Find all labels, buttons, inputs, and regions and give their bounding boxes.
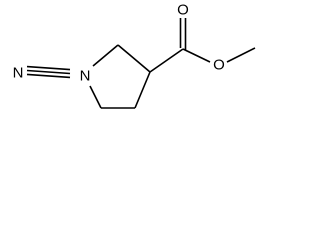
atom-label-nitrile-nitrogen: N: [13, 65, 24, 82]
bond-carbonyl-c-ester-o: [182, 48, 211, 63]
atom-label-ring-nitrogen: N: [80, 68, 91, 85]
carbonyl-double-bond: [179, 18, 187, 50]
nitrile-triple-bond: [26, 65, 71, 79]
ring-bond-c3-c4: [134, 71, 151, 109]
bond-c3-carbonyl-c: [149, 48, 184, 73]
ring-bond-n-c2: [92, 44, 119, 67]
atom-label-ester-oxygen: O: [213, 57, 225, 74]
atom-label-carbonyl-oxygen: O: [177, 2, 189, 19]
ring-bond-c5-n: [89, 85, 102, 109]
bond-ester-o-methyl: [226, 47, 256, 63]
ring-bond-c2-c3: [117, 44, 151, 73]
molecule-diagram: N N O O: [13, 2, 256, 109]
